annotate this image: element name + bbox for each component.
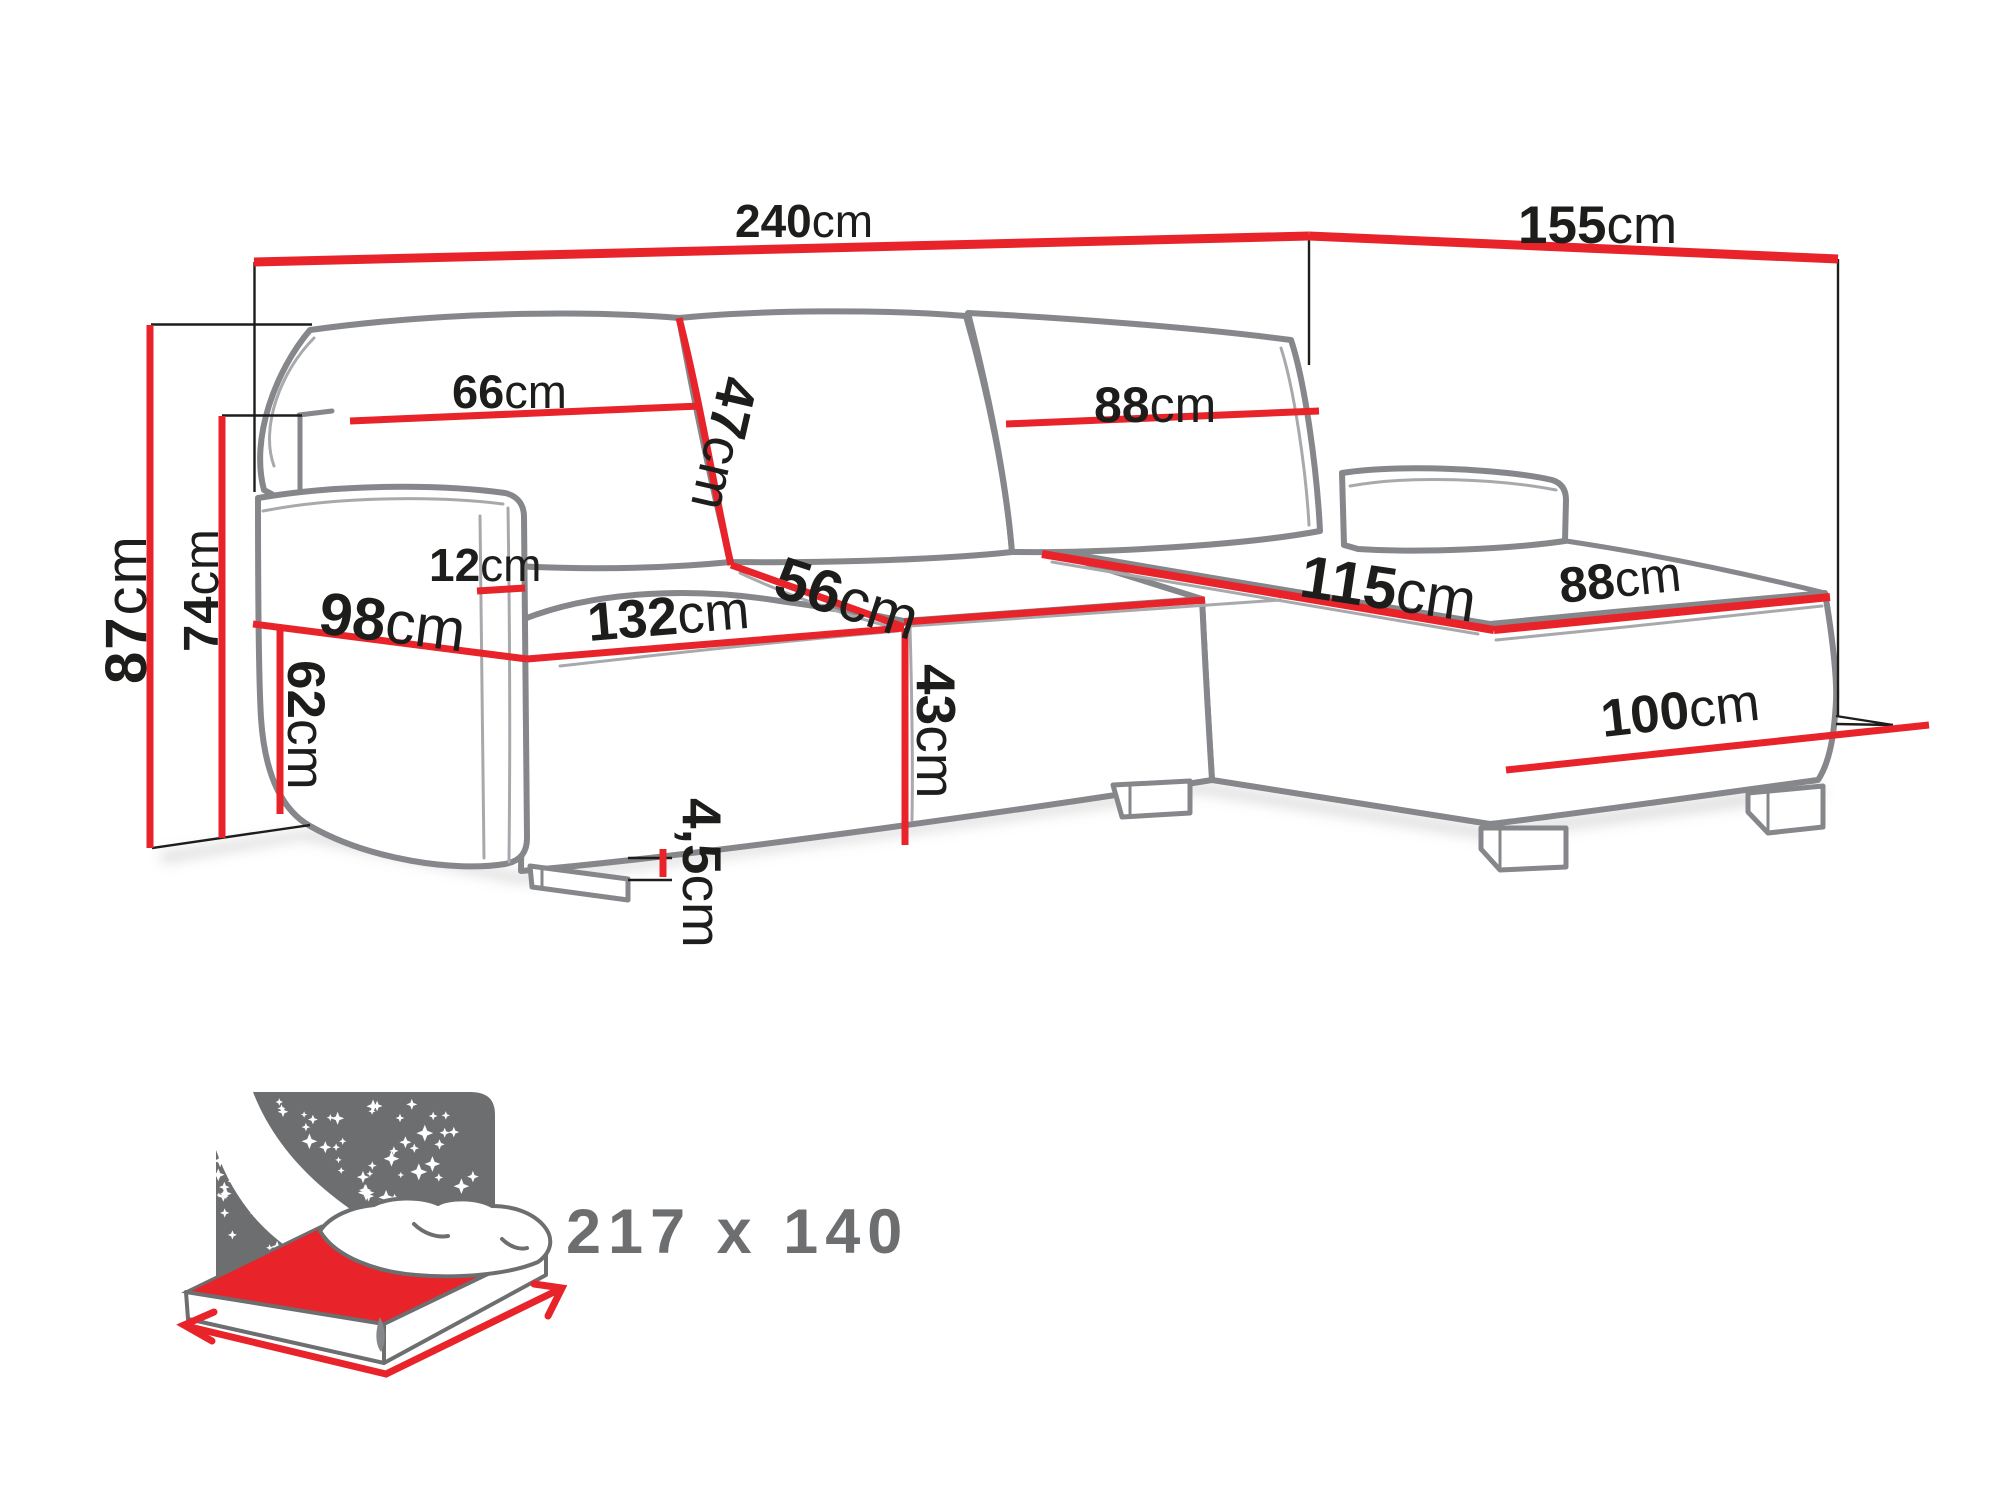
svg-text:240cm: 240cm bbox=[735, 195, 873, 247]
svg-text:132cm: 132cm bbox=[585, 580, 751, 653]
svg-text:217 x 140: 217 x 140 bbox=[566, 1197, 909, 1267]
svg-text:4,5cm: 4,5cm bbox=[671, 798, 733, 948]
svg-text:66cm: 66cm bbox=[452, 365, 567, 418]
svg-text:74cm: 74cm bbox=[175, 528, 229, 652]
svg-text:62cm: 62cm bbox=[276, 660, 335, 790]
svg-text:155cm: 155cm bbox=[1518, 196, 1677, 255]
svg-text:43cm: 43cm bbox=[905, 664, 967, 799]
svg-text:88cm: 88cm bbox=[1556, 545, 1683, 613]
svg-text:12cm: 12cm bbox=[429, 539, 542, 591]
svg-text:88cm: 88cm bbox=[1094, 377, 1216, 433]
svg-text:87cm: 87cm bbox=[94, 534, 159, 684]
